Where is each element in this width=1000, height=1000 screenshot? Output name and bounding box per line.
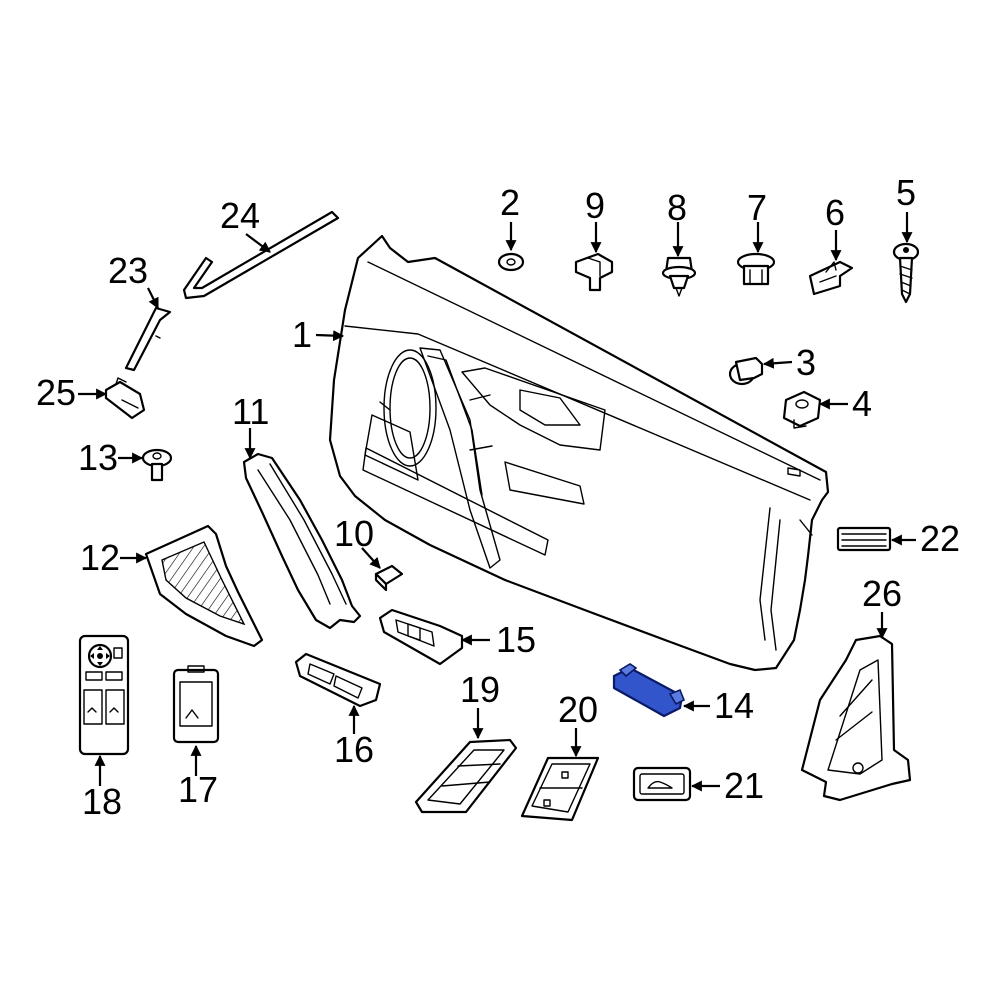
callout-24: 24 [220,195,260,236]
lock-switch [520,756,600,822]
callout-23: 23 [108,250,148,291]
leader-lines [78,212,916,792]
callout-5: 5 [896,172,916,213]
callout-26: 26 [862,573,902,614]
callout-2: 2 [500,182,520,223]
speaker-grille [144,524,264,648]
window-switch [172,665,220,744]
callout-16: 16 [334,729,374,770]
callout-9: 9 [585,185,605,226]
callout-6: 6 [825,192,845,233]
door-trim-panel [328,234,830,672]
callout-4: 4 [852,383,872,424]
switch-panel-upper [378,608,464,666]
trunk-release-switch [632,766,692,802]
callout-12: 12 [80,537,120,578]
screw [892,242,920,304]
callout-labels: 1 2 3 4 5 6 7 8 9 10 11 12 13 14 15 16 1… [36,172,960,822]
callout-14: 14 [714,685,754,726]
callout-8: 8 [667,187,687,228]
callout-15: 15 [496,619,536,660]
callout-20: 20 [558,689,598,730]
callout-22: 22 [920,518,960,559]
callout-7: 7 [747,187,767,228]
retainer-clip [736,252,776,286]
callout-3: 3 [796,342,816,383]
vent [836,526,892,552]
callout-17: 17 [178,769,218,810]
callout-25: 25 [36,372,76,413]
callout-18: 18 [82,781,122,822]
clip-holder [782,390,822,429]
armrest [242,452,362,630]
master-window-switch [78,634,130,756]
push-pin-fastener [661,256,697,297]
callout-21: 21 [724,765,764,806]
bolt [141,448,173,482]
plug-fastener [728,356,764,386]
end-cap [104,377,146,420]
callout-19: 19 [460,669,500,710]
mounting-bracket [800,634,912,802]
belt-seal-strip [182,210,340,300]
trim-clip [574,252,614,292]
callout-1: 1 [292,314,312,355]
trim-strip [124,306,172,372]
bracket-clip [808,260,854,296]
callout-10: 10 [334,513,374,554]
bezel [414,738,518,814]
callout-13: 13 [78,437,118,478]
callout-11: 11 [232,391,269,432]
washer [497,252,525,272]
pad [374,564,404,592]
switch-panel-lower [294,652,382,708]
highlighted-part-bracket [612,663,686,718]
